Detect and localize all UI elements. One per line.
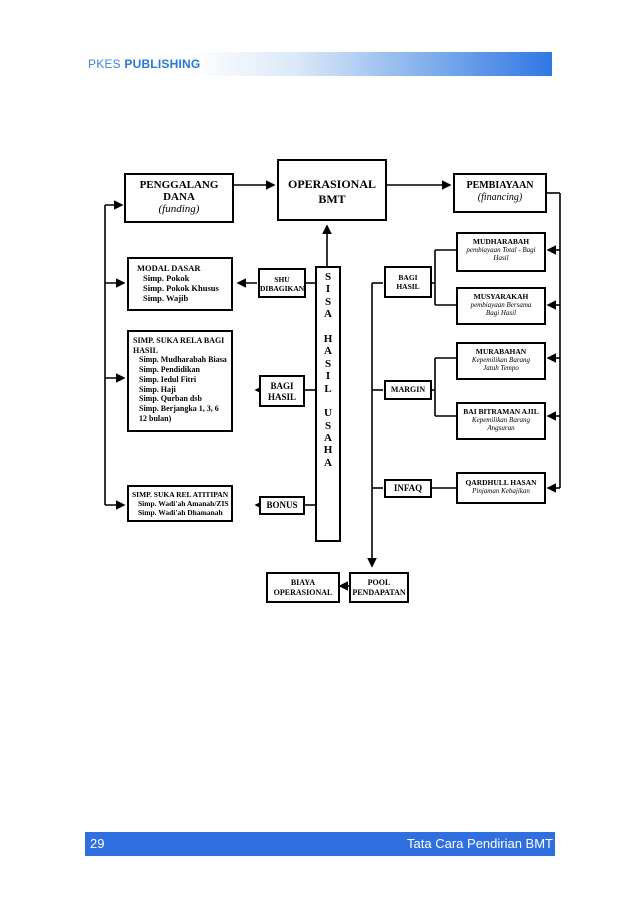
shu-dibagikan-box: SHU DIBAGIKAN (258, 268, 306, 298)
sisa-hasil-usaha-label: S I S A H A S I L U S A H A (323, 271, 333, 469)
page-number: 29 (90, 836, 105, 851)
bagi-hasil-left-box: BAGI HASIL (259, 375, 305, 407)
publisher-brand: PKES PUBLISHING (88, 57, 201, 71)
bagi-hasil-right-box: BAGI HASIL (384, 266, 432, 298)
biaya-operasional-box: BIAYA OPERASIONAL (266, 572, 340, 603)
simp-suka-rela-bagi-hasil-box: SIMP. SUKA RELA BAGI HASIL Simp. Mudhara… (127, 330, 233, 432)
qardhull-hasan-box: QARDHULL HASAN Pinjaman Kebajikan (456, 472, 546, 504)
simp-suka-rela-titipan-box: SIMP. SUKA REL ATITIPAN Simp. Wadi'ah Am… (127, 485, 233, 522)
modal-dasar-box: MODAL DASAR Simp. Pokok Simp. Pokok Khus… (127, 257, 233, 311)
murabahan-box: MURABAHAN Kepemilikan Barang Jatuh Tempo (456, 342, 546, 380)
musyarakah-box: MUSYARAKAH pembiayaan Bersama Bagi Hasil (456, 287, 546, 325)
pembiayaan-box: PEMBIAYAAN (financing) (453, 173, 547, 213)
bonus-box: BONUS (259, 496, 305, 515)
footer-title: Tata Cara Pendirian BMT (407, 836, 553, 851)
mudharabah-box: MUDHARABAH pembiayaan Total - Bagi Hasil (456, 232, 546, 272)
penggalang-dana-box: PENGGALANG DANA (funding) (124, 173, 234, 223)
pool-pendapatan-box: POOL PENDAPATAN (349, 572, 409, 603)
margin-box: MARGIN (384, 380, 432, 400)
header-bar (85, 52, 552, 76)
footer-bar (85, 832, 555, 856)
sisa-hasil-usaha-box (315, 266, 341, 542)
infaq-box: INFAQ (384, 479, 432, 498)
operasional-bmt-box: OPERASIONAL BMT (277, 159, 387, 221)
bai-bitraman-ajil-box: BAI BITRAMAN AJIL Kepemilikan Barang Ang… (456, 402, 546, 440)
